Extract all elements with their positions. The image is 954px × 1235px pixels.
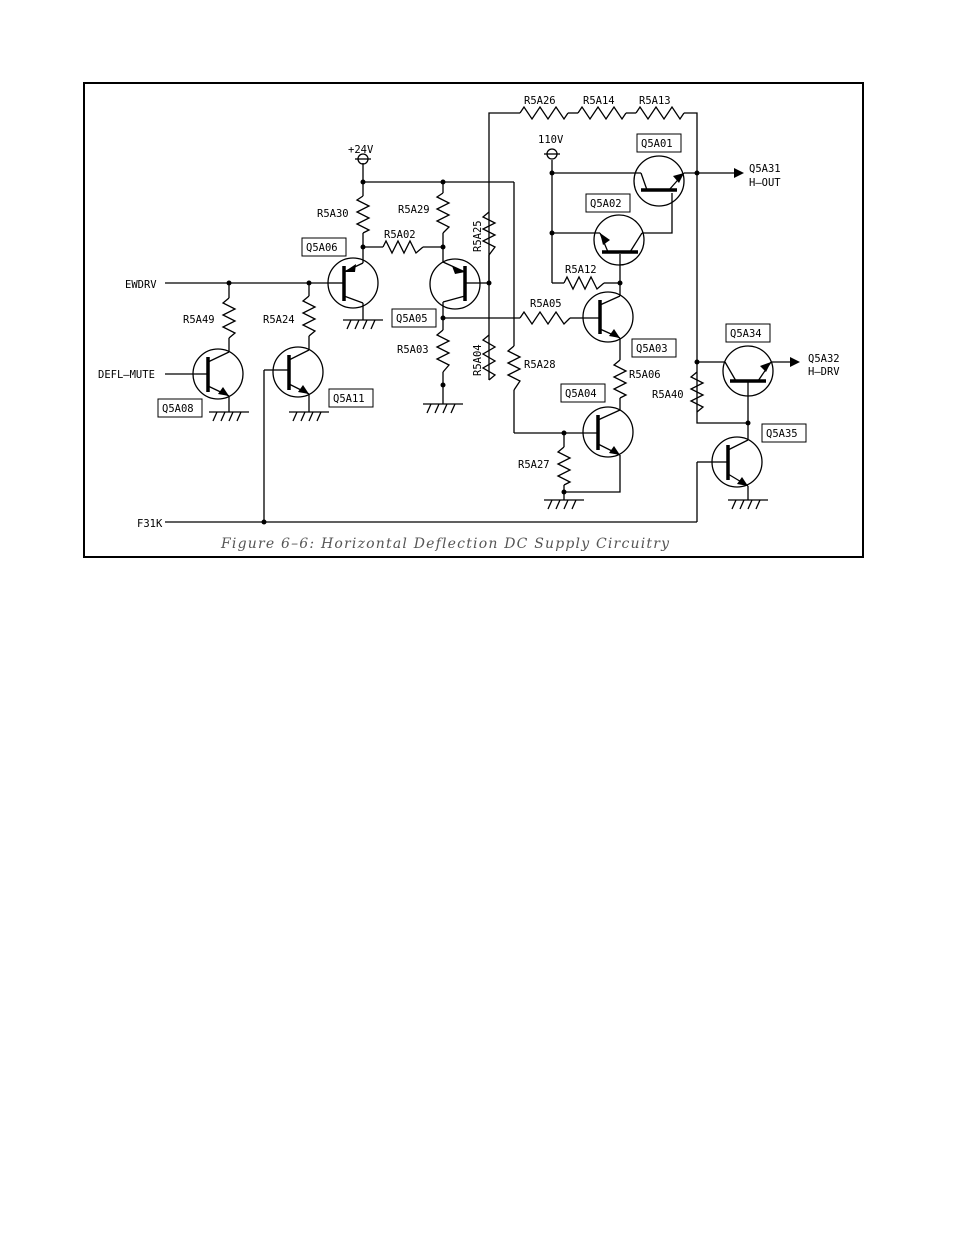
label-r5a03: R5A03 [397,344,429,356]
figure-caption: Figure 6–6: Horizontal Deflection DC Sup… [220,536,670,552]
resistor-r5a03 [437,330,449,372]
ground-icon [209,412,249,421]
label-q5a03: Q5A03 [636,343,668,355]
label-input-ewdrv: EWDRV [125,279,157,291]
transistor-q5a34 [723,346,773,396]
label-input-f31k: F31K [137,518,163,530]
label-q5a02: Q5A02 [590,198,622,210]
transistor-q5a08 [193,349,243,399]
resistor-r5a06 [614,360,626,398]
resistor-r5a05 [520,312,570,324]
transistor-q5a05 [430,259,480,309]
ground-icon [728,500,768,509]
transistor-q5a35 [712,437,762,487]
label-q5a34: Q5A34 [730,328,762,340]
resistor-r5a49 [223,298,235,338]
label-output-h-out: H–OUT [749,177,781,189]
transistor-q5a01 [634,156,684,206]
transistor-q5a11 [273,347,323,397]
label-output-h-drv: H–DRV [808,366,840,378]
label-supply-110v: 110V [538,134,564,146]
label-q5a01: Q5A01 [641,138,673,150]
ground-icon [423,404,463,413]
ground-icon [289,412,329,421]
ground-icon [343,320,383,329]
label-q5a11: Q5A11 [333,393,365,405]
resistor-r5a30 [357,196,369,233]
wires [165,113,796,522]
label-r5a26: R5A26 [524,95,556,107]
label-q5a35: Q5A35 [766,428,798,440]
ground-icon [544,500,584,509]
resistor-r5a02 [383,241,423,253]
label-q5a06: Q5A06 [306,242,338,254]
label-r5a30: R5A30 [317,208,349,220]
arrow-right-icon [790,357,800,367]
label-r5a28: R5A28 [524,359,556,371]
arrow-right-icon [734,168,744,178]
resistor-r5a26 [520,107,568,119]
label-r5a12: R5A12 [565,264,597,276]
label-input-defl-mute: DEFL–MUTE [98,369,155,381]
label-q5a05: Q5A05 [396,313,428,325]
resistor-r5a13 [636,107,684,119]
label-r5a29: R5A29 [398,204,430,216]
resistor-r5a27 [558,447,570,485]
label-r5a24: R5A24 [263,314,295,326]
transistor-q5a02 [594,215,644,265]
resistor-r5a14 [578,107,626,119]
label-r5a04: R5A04 [472,344,484,376]
label-boxes [158,134,806,442]
label-q5a04: Q5A04 [565,388,597,400]
label-r5a40: R5A40 [652,389,684,401]
label-r5a05: R5A05 [530,298,562,310]
supply-symbols [355,149,560,164]
label-r5a49: R5A49 [183,314,215,326]
transistor-q5a04 [583,407,633,457]
label-supply-24v: +24V [348,144,374,156]
label-output-q5a32: Q5A32 [808,353,840,365]
label-r5a27: R5A27 [518,459,550,471]
resistor-r5a12 [564,277,604,289]
resistor-r5a28 [508,346,520,390]
label-output-q5a31: Q5A31 [749,163,781,175]
label-r5a13: R5A13 [639,95,671,107]
label-r5a14: R5A14 [583,95,615,107]
transistor-q5a03 [583,292,633,342]
label-r5a06: R5A06 [629,369,661,381]
resistor-r5a29 [437,193,449,233]
label-r5a25: R5A25 [472,220,484,252]
label-q5a08: Q5A08 [162,403,194,415]
label-r5a02: R5A02 [384,229,416,241]
transistor-q5a06 [328,258,378,308]
resistor-r5a24 [303,296,315,336]
